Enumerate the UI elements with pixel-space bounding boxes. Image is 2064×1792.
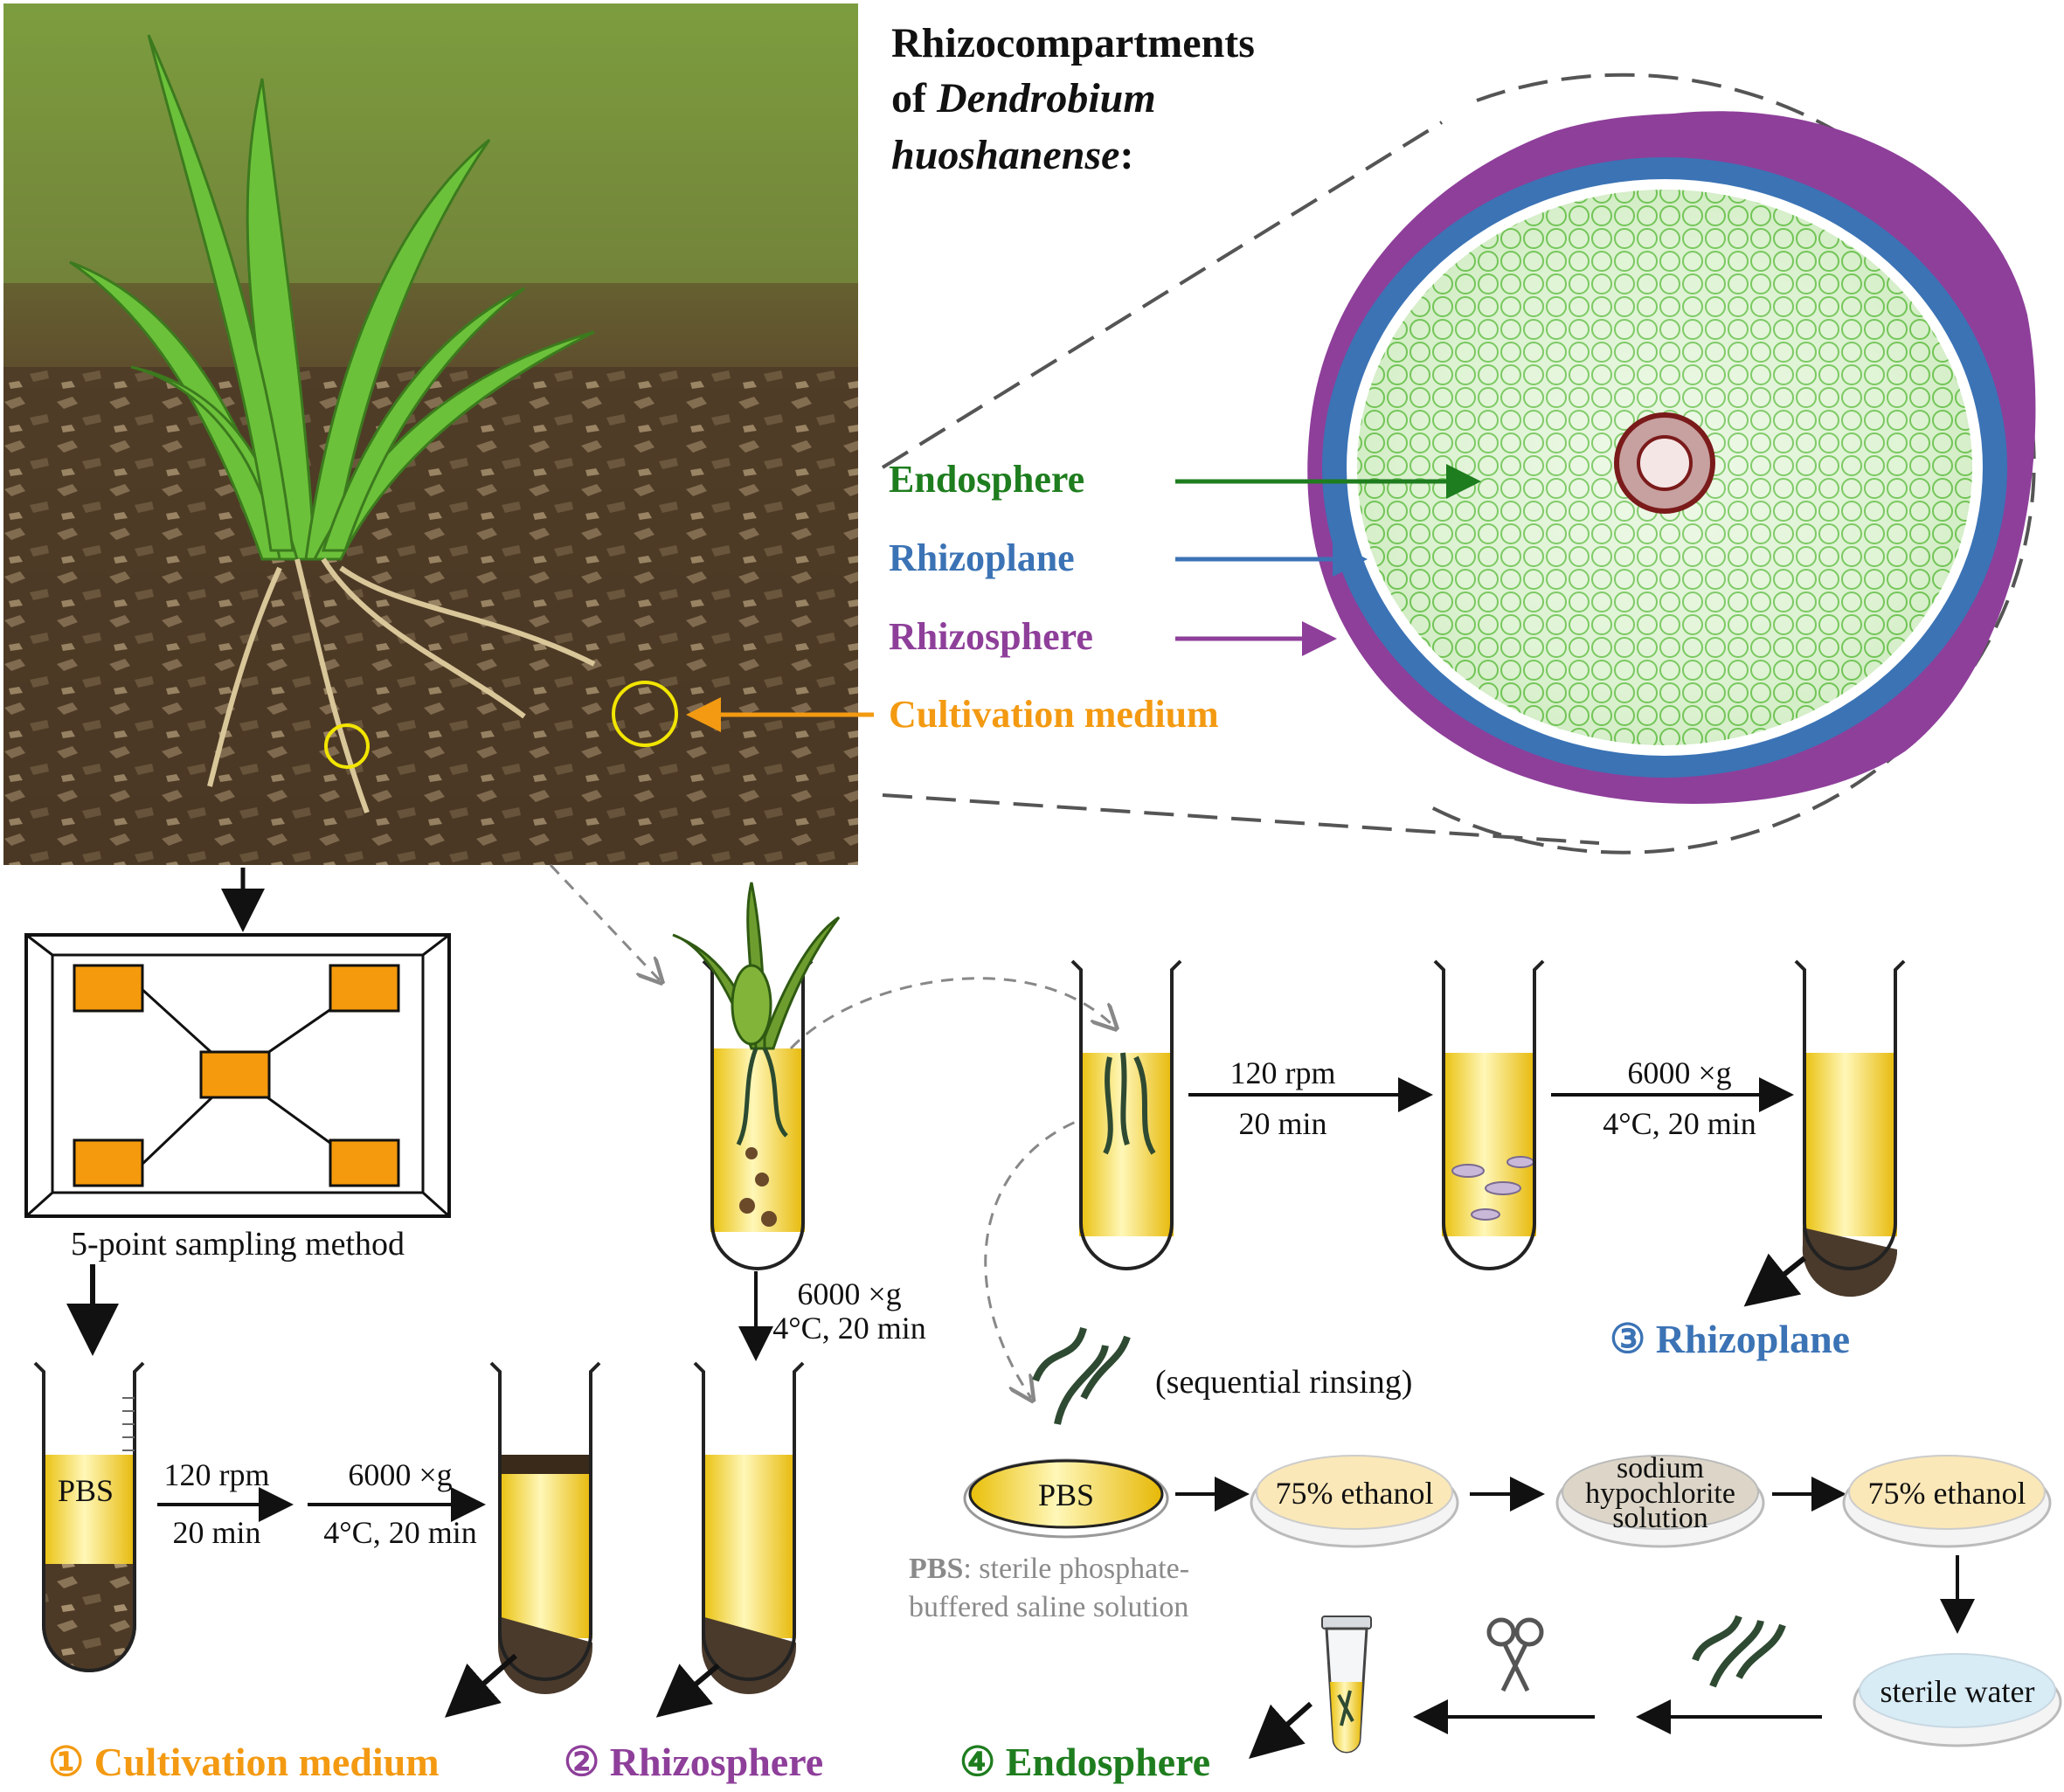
dish-sterile-water [1853,1653,2062,1747]
flow-dashed-curves [549,863,1114,1398]
sampling-point-center [199,1050,271,1099]
roots-icon-cut [1692,1615,1786,1688]
title-line-3: huoshanense: [891,132,1133,178]
step-e-g: 6000 ×g [1627,1055,1731,1090]
sampling-point-5 [329,1138,400,1187]
label-rhizosphere: Rhizosphere [889,615,1093,658]
tube-pbs-label: PBS [58,1473,114,1508]
label-rhizoplane: Rhizoplane [889,536,1075,579]
dish-hypochlorite-label-2: hypochlorite [1585,1477,1735,1510]
tube-with-plant [672,882,841,1270]
step-c-g: 6000 ×g [797,1277,901,1311]
root-cross-section [1307,111,2036,805]
dish-sterile-water-label: sterile water [1880,1674,2035,1709]
zoom-projection [881,73,2036,854]
arrow-to-output-2 [655,1663,720,1718]
dish-hypochlorite [1555,1455,1765,1548]
plant-photo [3,3,858,865]
tube-pbs-medium [33,1361,145,1672]
sample-circle-2 [612,681,678,747]
sampling-point-2 [329,964,400,1013]
microtube-icon [1321,1616,1372,1754]
step-e-cond: 4°C, 20 min [1603,1106,1756,1141]
sampling-caption: 5-point sampling method [71,1226,405,1263]
dish-hypochlorite-label-1: sodium [1617,1452,1704,1484]
output-endosphere: ④ Endosphere [959,1740,1210,1784]
pbs-definition-line-2: buffered saline solution [909,1591,1188,1623]
dish-ethanol-1 [1250,1455,1459,1548]
step-b-g: 6000 ×g [348,1457,452,1492]
tube-rhizoplane [1794,959,1906,1297]
dish-pbs-label: PBS [1038,1477,1094,1512]
step-d-time: 20 min [1238,1106,1326,1141]
sampling-plot [24,933,451,1218]
sampling-point-1 [73,964,144,1013]
dish-hypochlorite-label-3: solution [1612,1502,1708,1534]
tube-rhizosphere [693,1361,805,1694]
label-endosphere: Endosphere [889,458,1084,501]
step-a-time: 20 min [172,1515,260,1550]
tube-roots-pbs [1070,959,1182,1270]
dish-ethanol-2-label: 75% ethanol [1868,1476,2026,1511]
output-rhizoplane: ③ Rhizoplane [1610,1317,1850,1361]
tube-shaken [1433,959,1545,1270]
arrow-to-endosphere-output [1249,1701,1313,1759]
sampling-point-4 [73,1138,144,1187]
sample-circle-1 [324,723,370,769]
step-d-rpm: 120 rpm [1230,1055,1336,1090]
step-a-rpm: 120 rpm [164,1457,270,1492]
step-c-cond: 4°C, 20 min [772,1311,925,1346]
roots-icon-rinse [1032,1326,1131,1425]
output-cultivation-medium: ① Cultivation medium [48,1740,440,1784]
label-cultivation-medium: Cultivation medium [889,693,1219,736]
title-line-1: Rhizocompartments [891,20,1255,66]
title-line-2: of Dendrobium [891,75,1156,121]
tube-centrifuged-medium [489,1361,601,1694]
dish-ethanol-2 [1842,1455,2052,1548]
step-b-cond: 4°C, 20 min [323,1515,476,1550]
scissors-icon [1486,1617,1544,1692]
dish-pbs [963,1458,1169,1539]
pbs-definition-line-1: PBS: sterile phosphate- [909,1553,1189,1585]
arrow-to-output-1 [444,1653,517,1718]
arrow-to-rhizoplane-output [1743,1253,1806,1307]
rinse-note: (sequential rinsing) [1155,1364,1412,1401]
dish-ethanol-1-label: 75% ethanol [1276,1476,1434,1511]
output-rhizosphere: ② Rhizosphere [564,1740,823,1784]
